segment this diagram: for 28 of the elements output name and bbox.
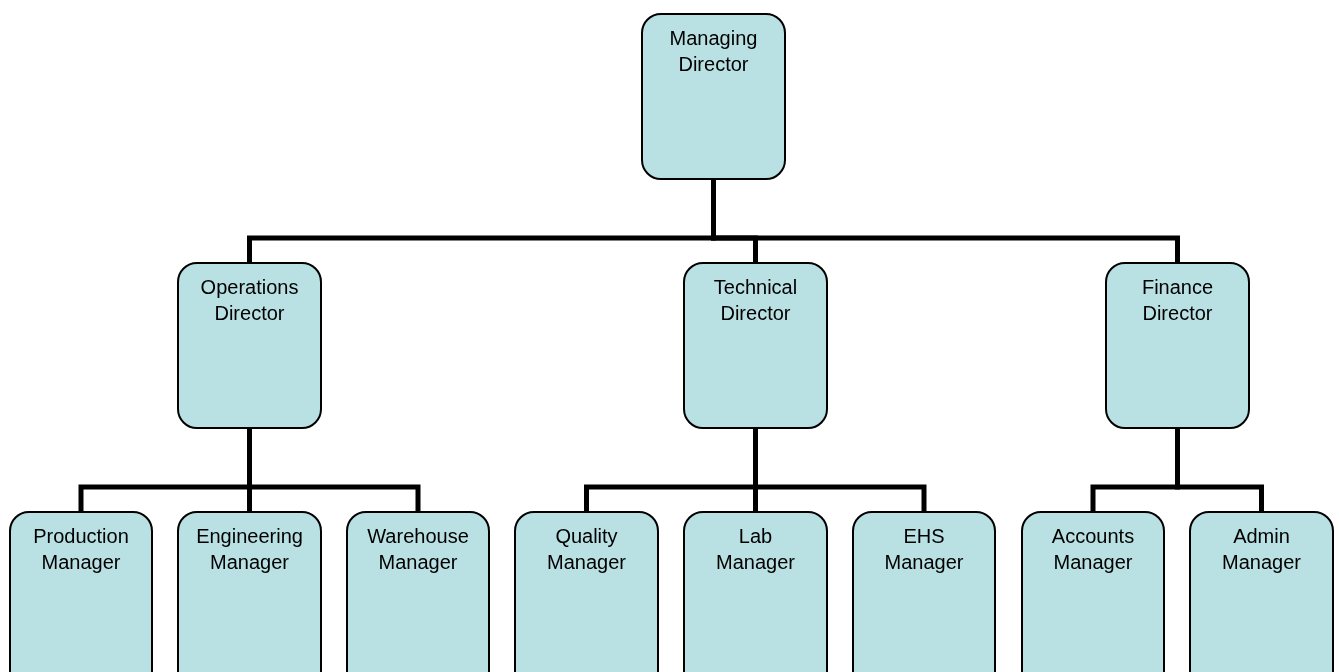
connector-line xyxy=(1175,429,1264,511)
org-box xyxy=(1189,511,1334,672)
org-box xyxy=(514,511,659,672)
connector-line xyxy=(711,180,1180,262)
connector-line xyxy=(753,429,927,511)
role-title: Engineering Manager xyxy=(195,524,304,575)
org-box xyxy=(683,262,828,429)
role-title: Operations Director xyxy=(199,275,300,326)
role-title: Accounts Manager xyxy=(1050,524,1136,575)
role-title: Managing Director xyxy=(668,26,759,77)
org-box xyxy=(346,511,490,672)
role-title: Warehouse Manager xyxy=(366,524,470,575)
role-title: Quality Manager xyxy=(546,524,627,575)
connector-line xyxy=(247,429,421,511)
role-title: Finance Director xyxy=(1140,275,1215,326)
org-box xyxy=(177,262,322,429)
role-title: Technical Director xyxy=(712,275,799,326)
org-box xyxy=(9,511,153,672)
org-box xyxy=(1021,511,1165,672)
role-title: Lab Manager xyxy=(715,524,796,575)
role-title: Admin Manager xyxy=(1221,524,1302,575)
role-title: Production Manager xyxy=(32,524,130,575)
org-box xyxy=(177,511,322,672)
org-box xyxy=(852,511,996,672)
org-box xyxy=(683,511,828,672)
org-box xyxy=(1105,262,1250,429)
role-title: EHS Manager xyxy=(883,524,965,575)
org-box xyxy=(641,13,786,180)
